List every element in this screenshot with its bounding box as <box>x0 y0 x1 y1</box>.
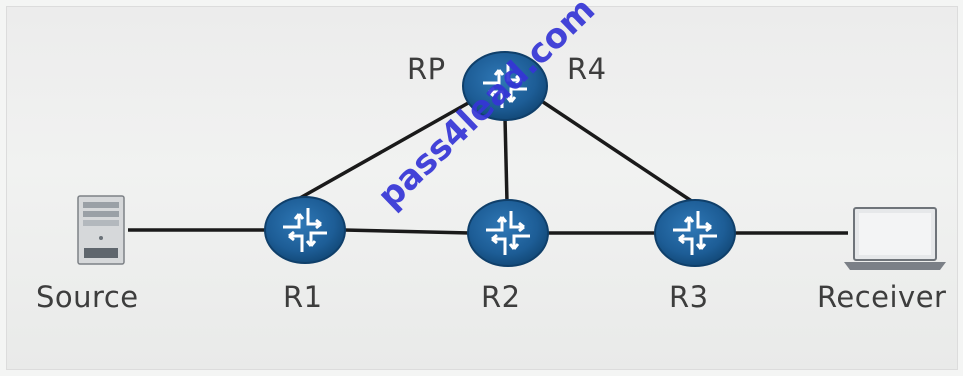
label-r4: R4 <box>567 52 607 86</box>
label-r3: R3 <box>669 280 709 314</box>
label-source: Source <box>36 280 139 314</box>
label-receiver: Receiver <box>817 280 947 314</box>
router-r3-icon <box>654 199 736 267</box>
laptop-icon <box>844 207 946 270</box>
link-r1-r4 <box>299 100 471 200</box>
link-r4-r3 <box>539 98 697 206</box>
link-r1-r2 <box>343 228 471 235</box>
link-r4-r2 <box>503 117 509 203</box>
links <box>128 98 848 235</box>
router-r2-icon <box>467 199 549 267</box>
server-icon <box>77 195 125 265</box>
router-r4-icon <box>462 51 548 121</box>
router-r1-icon <box>264 196 346 264</box>
label-r1: R1 <box>283 280 323 314</box>
label-rp: RP <box>407 52 446 86</box>
label-r2: R2 <box>481 280 521 314</box>
